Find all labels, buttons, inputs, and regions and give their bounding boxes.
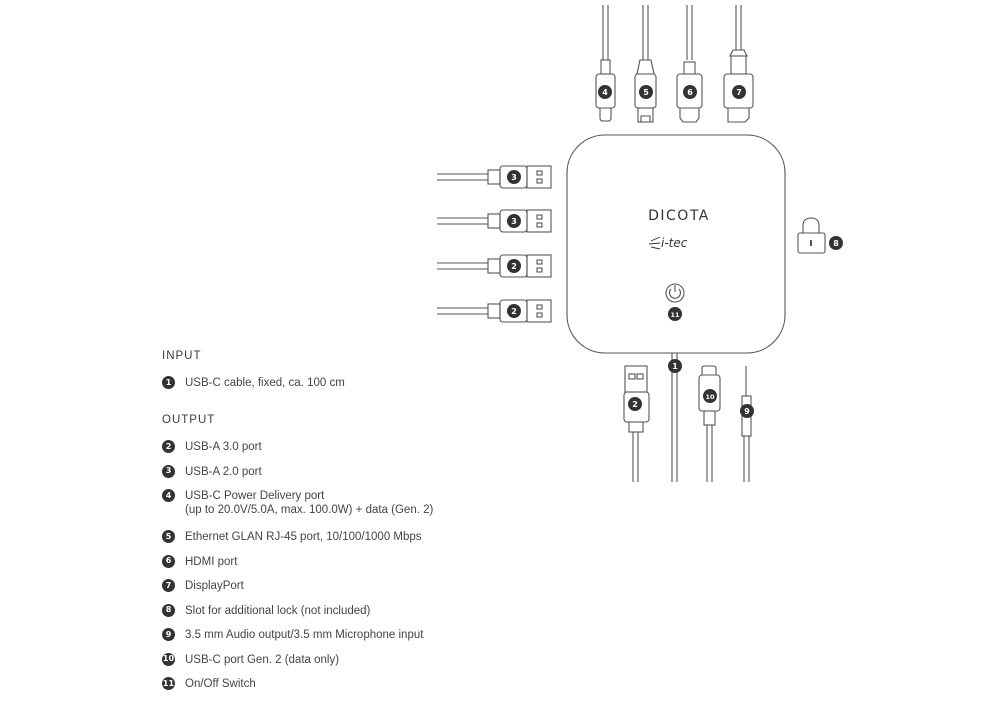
legend-item-4: 4 USB-C Power Delivery port (up to 20.0V… xyxy=(162,489,622,530)
legend-item-text: USB-A 3.0 port xyxy=(185,441,262,453)
legend-item-text: 3.5 mm Audio output/3.5 mm Microphone in… xyxy=(185,629,424,641)
brand-dicota: DICOTA xyxy=(648,208,710,224)
badge-4: 4 xyxy=(162,489,175,502)
badge-8: 8 xyxy=(162,603,175,617)
bottom-cable-usbc xyxy=(698,365,721,482)
output-heading: OUTPUT xyxy=(162,414,216,426)
callout-bottom-2: 2 xyxy=(632,400,638,409)
badge-9: 9 xyxy=(162,628,175,641)
bottom-cable-fixed-usbc xyxy=(671,353,678,482)
callout-bottom-9: 9 xyxy=(744,407,750,416)
legend-item-1: 1 USB-C cable, fixed, ca. 100 cm xyxy=(162,376,622,400)
callout-badge-circle xyxy=(703,389,717,403)
top-cable-usbc xyxy=(595,5,616,122)
callout-port-7: 7 xyxy=(736,88,742,97)
lock-icon xyxy=(797,217,826,254)
callout-port-4: 4 xyxy=(602,88,608,97)
badge-11: 11 xyxy=(162,677,175,690)
top-cable-displayport xyxy=(723,5,754,123)
legend-item-7: 7 DisplayPort xyxy=(162,579,622,604)
callout-badge-circle xyxy=(507,259,521,273)
legend-item-text: Slot for additional lock (not included) xyxy=(185,604,371,617)
badge-5: 5 xyxy=(162,530,175,543)
power-icon xyxy=(665,283,685,303)
legend-item-text: HDMI port xyxy=(185,555,238,568)
left-cable-usba-2 xyxy=(437,209,552,233)
badge-10: 10 xyxy=(162,652,175,666)
legend-item-text: USB-C cable, fixed, ca. 100 cm xyxy=(185,377,345,389)
legend-item-5: 5 Ethernet GLAN RJ-45 port, 10/100/1000 … xyxy=(162,530,622,555)
legend-item-text: On/Off Switch xyxy=(185,678,256,690)
callout-badge-circle xyxy=(668,307,682,321)
callout-badge-circle xyxy=(507,170,521,184)
legend-item-text: USB-C Power Delivery port xyxy=(185,490,325,502)
left-cable-usba-3 xyxy=(437,254,552,278)
left-cable-usba-1 xyxy=(437,165,552,189)
input-heading: INPUT xyxy=(162,350,202,362)
callout-badge-circle xyxy=(668,359,682,373)
callout-badge-circle xyxy=(639,85,653,99)
legend-item-11: 11 On/Off Switch xyxy=(162,677,622,702)
callout-left-2a: 2 xyxy=(511,262,517,271)
callout-badge-circle xyxy=(507,214,521,228)
badge-3: 3 xyxy=(162,464,175,478)
callout-port-6: 6 xyxy=(687,88,693,97)
legend-item-2: 2 USB-A 3.0 port xyxy=(162,440,622,465)
callout-badge-circle xyxy=(507,304,521,318)
callout-badge-circle xyxy=(598,85,612,99)
dock-body xyxy=(566,134,786,354)
legend: INPUT 1 USB-C cable, fixed, ca. 100 cm O… xyxy=(162,350,622,702)
badge-7: 7 xyxy=(162,579,175,592)
legend-item-text-secondary: (up to 20.0V/5.0A, max. 100.0W) + data (… xyxy=(185,504,434,516)
callout-lock-8: 8 xyxy=(833,239,839,248)
legend-item-text: USB-A 2.0 port xyxy=(185,465,262,478)
brand-itec: i-tec xyxy=(661,236,688,250)
legend-item-10: 10 USB-C port Gen. 2 (data only) xyxy=(162,652,622,678)
legend-item-8: 8 Slot for additional lock (not included… xyxy=(162,603,622,629)
callout-badge-circle xyxy=(829,236,843,250)
legend-item-text: DisplayPort xyxy=(185,580,244,592)
callout-bottom-1: 1 xyxy=(672,362,678,371)
callout-power-11: 11 xyxy=(670,311,680,319)
brand-itec-logo xyxy=(648,236,661,250)
callout-badge-circle xyxy=(740,404,754,418)
top-cable-hdmi xyxy=(676,5,703,123)
bottom-cable-usba xyxy=(623,365,650,482)
bottom-cable-audio xyxy=(741,366,752,482)
legend-item-9: 9 3.5 mm Audio output/3.5 mm Microphone … xyxy=(162,628,622,653)
callout-badge-circle xyxy=(683,85,697,99)
top-cable-ethernet xyxy=(634,5,657,123)
legend-item-text: Ethernet GLAN RJ-45 port, 10/100/1000 Mb… xyxy=(185,531,422,543)
callout-left-2b: 2 xyxy=(511,307,517,316)
callout-port-5: 5 xyxy=(643,88,649,97)
legend-item-text: USB-C port Gen. 2 (data only) xyxy=(185,653,340,666)
left-cable-usba-4 xyxy=(437,299,552,323)
badge-1: 1 xyxy=(162,376,175,389)
callout-badge-circle xyxy=(628,397,642,411)
badge-2: 2 xyxy=(162,440,175,453)
callout-left-3b: 3 xyxy=(511,217,517,226)
callout-badge-circle xyxy=(732,85,746,99)
badge-6: 6 xyxy=(162,554,175,568)
legend-item-3: 3 USB-A 2.0 port xyxy=(162,464,622,490)
legend-item-6: 6 HDMI port xyxy=(162,554,622,580)
callout-bottom-10: 10 xyxy=(705,393,715,401)
callout-left-3a: 3 xyxy=(511,173,517,182)
